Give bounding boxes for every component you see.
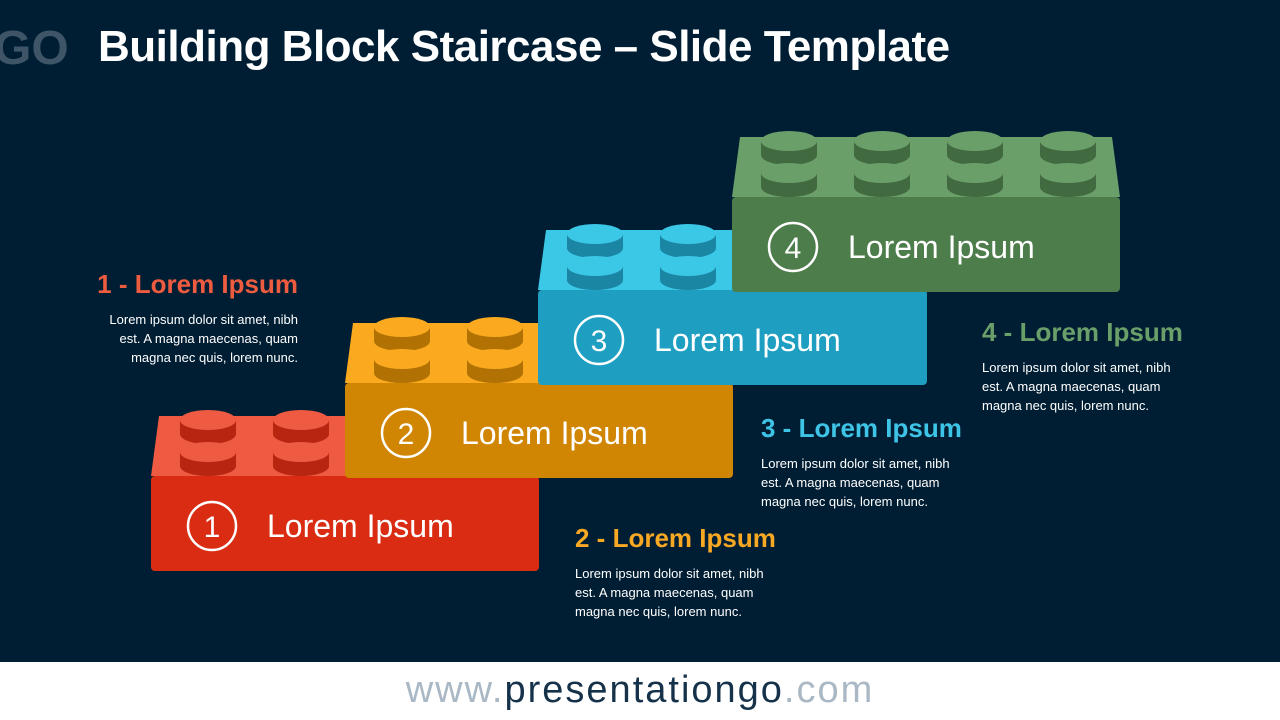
callout-1-line-2: est. A magna maecenas, quam: [119, 331, 299, 346]
callout-2-line-2: est. A magna maecenas, quam: [575, 585, 754, 600]
block-3-number: 3: [591, 325, 608, 358]
callout-1-heading: 1 - Lorem Ipsum: [97, 269, 298, 299]
block-4: 4: [732, 131, 1120, 292]
callout-4: 4 - Lorem Ipsum Lorem ipsum dolor sit am…: [982, 316, 1212, 415]
staircase-diagram: 1 2 3 4: [151, 131, 1120, 571]
block-1-stud: [273, 442, 329, 476]
block-4-stud: [761, 163, 817, 197]
block-2-stud: [374, 349, 430, 383]
block-1-number-circle: [186, 500, 238, 552]
footer-prefix: www.: [405, 669, 505, 711]
logo-mark: GO: [0, 20, 74, 77]
block-4-stud: [947, 163, 1003, 197]
logo-text: GO: [0, 22, 69, 72]
block-2-front: [345, 383, 733, 478]
block-4-top: [732, 137, 1120, 197]
block-4-stud: [854, 131, 910, 165]
callout-3-text: Lorem ipsum dolor sit amet, nibh est. A …: [761, 454, 991, 511]
block-3-number-circle: [573, 314, 625, 366]
block-4-front: [732, 197, 1120, 292]
block-4-number-circle: [767, 221, 819, 273]
block-2-number: 2: [398, 418, 415, 451]
callout-4-text: Lorem ipsum dolor sit amet, nibh est. A …: [982, 358, 1212, 415]
block-3-label: Lorem Ipsum: [654, 322, 841, 358]
block-2-stud: [467, 317, 523, 351]
block-3-stud: [567, 256, 623, 290]
block-4-number: 4: [785, 232, 802, 265]
block-3-stud: [660, 224, 716, 258]
slide-title: Building Block Staircase – Slide Templat…: [98, 22, 950, 71]
block-3-stud: [660, 256, 716, 290]
block-2-number-circle: [380, 407, 432, 459]
callout-3: 3 - Lorem Ipsum Lorem ipsum dolor sit am…: [761, 412, 991, 511]
callout-4-line-2: est. A magna maecenas, quam: [982, 379, 1161, 394]
callout-1-line-1: Lorem ipsum dolor sit amet, nibh: [109, 312, 298, 327]
block-1-stud: [180, 442, 236, 476]
callout-3-heading: 3 - Lorem Ipsum: [761, 413, 962, 443]
footer: www.presentationgo.com: [0, 662, 1280, 720]
block-1-label: Lorem Ipsum: [267, 508, 454, 544]
callout-4-line-3: magna nec quis, lorem nunc.: [982, 398, 1149, 413]
block-4-stud: [1040, 131, 1096, 165]
block-1-stud: [180, 410, 236, 444]
block-4-label: Lorem Ipsum: [848, 229, 1035, 265]
callout-1-text: Lorem ipsum dolor sit amet, nibh est. A …: [68, 310, 298, 367]
slide: GO Building Block Staircase – Slide Temp…: [0, 20, 1212, 621]
block-1-number: 1: [204, 511, 221, 544]
block-2-stud: [467, 349, 523, 383]
block-4-stud: [947, 131, 1003, 165]
callout-2-heading: 2 - Lorem Ipsum: [575, 523, 776, 553]
callout-4-line-1: Lorem ipsum dolor sit amet, nibh: [982, 360, 1171, 375]
callout-2-line-3: magna nec quis, lorem nunc.: [575, 604, 742, 619]
callout-1-line-3: magna nec quis, lorem nunc.: [131, 350, 298, 365]
callout-2-text: Lorem ipsum dolor sit amet, nibh est. A …: [575, 564, 805, 621]
block-2-stud: [374, 317, 430, 351]
callout-3-line-3: magna nec quis, lorem nunc.: [761, 494, 928, 509]
footer-brand: presentationgo: [504, 669, 784, 711]
footer-suffix: .com: [783, 669, 875, 711]
callout-4-heading: 4 - Lorem Ipsum: [982, 317, 1183, 347]
callout-1: 1 - Lorem Ipsum Lorem ipsum dolor sit am…: [68, 268, 298, 367]
block-3-stud: [567, 224, 623, 258]
block-2-label: Lorem Ipsum: [461, 415, 648, 451]
block-1-front: [151, 476, 539, 571]
block-4-stud: [1040, 163, 1096, 197]
callout-3-line-2: est. A magna maecenas, quam: [761, 475, 940, 490]
callout-2: 2 - Lorem Ipsum Lorem ipsum dolor sit am…: [575, 522, 805, 621]
block-3-front: [538, 290, 927, 385]
callout-3-line-1: Lorem ipsum dolor sit amet, nibh: [761, 456, 950, 471]
block-1-stud: [273, 410, 329, 444]
callout-2-line-1: Lorem ipsum dolor sit amet, nibh: [575, 566, 764, 581]
block-4-stud: [854, 163, 910, 197]
block-4-stud: [761, 131, 817, 165]
